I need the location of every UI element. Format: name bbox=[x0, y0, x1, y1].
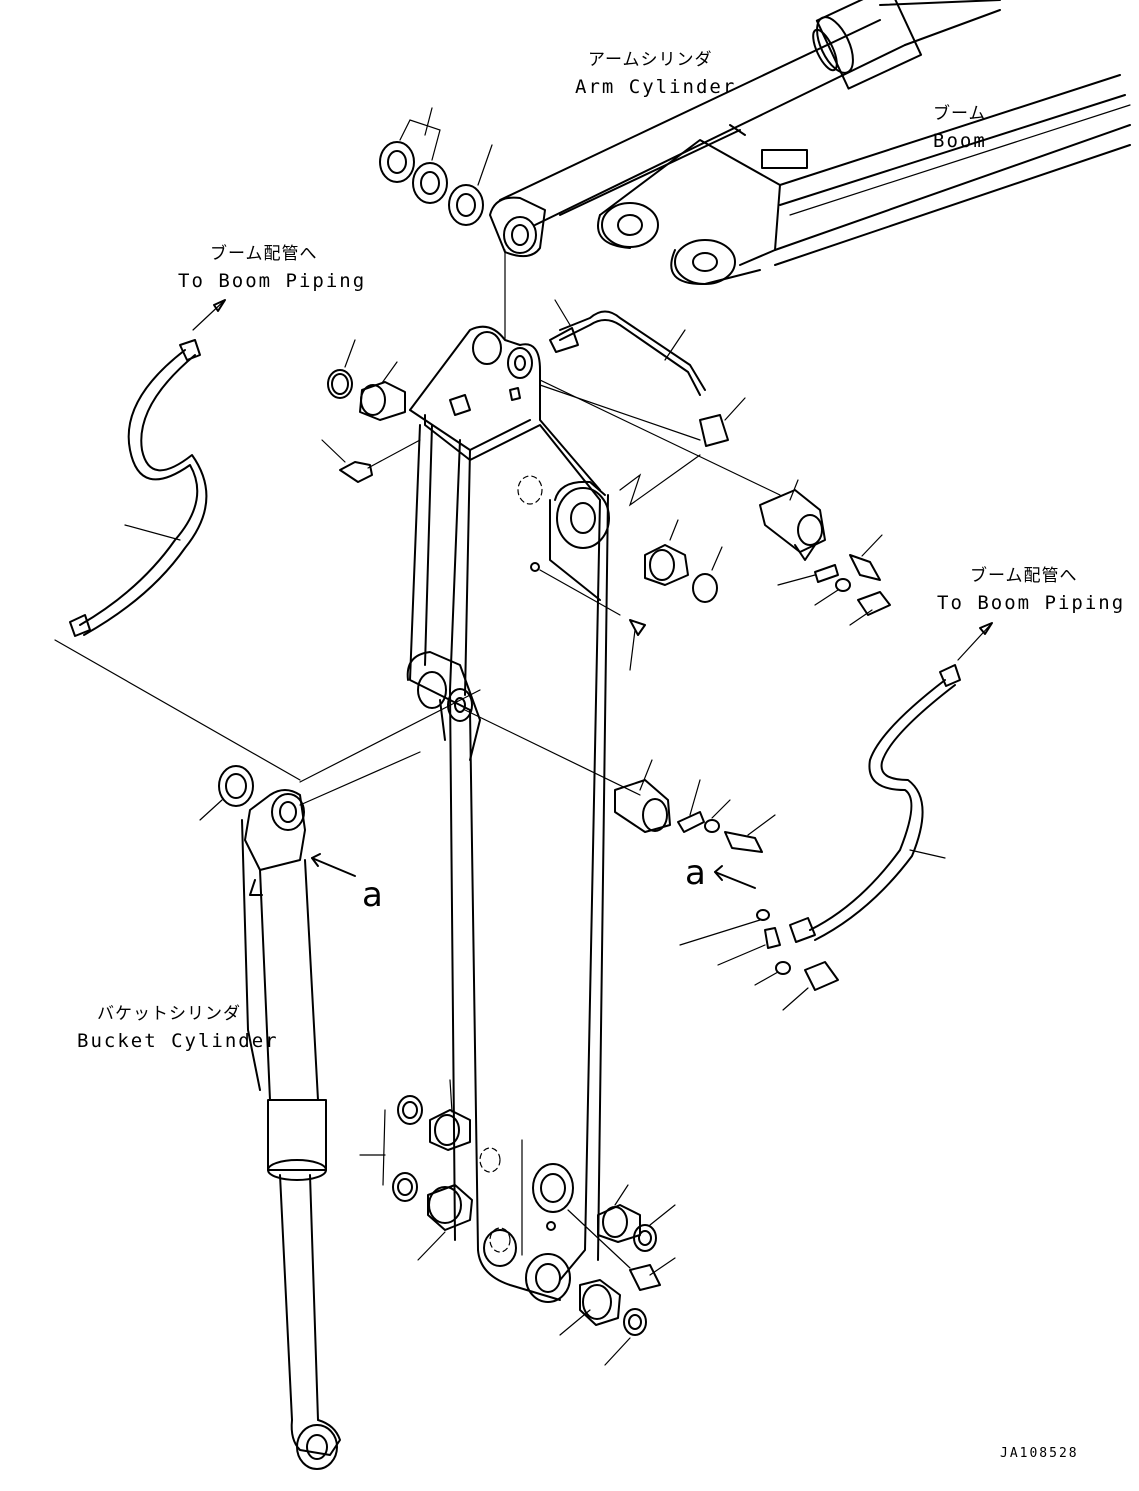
boom-label-en: Boom bbox=[933, 130, 987, 152]
view-a-label-left: a bbox=[362, 875, 383, 915]
bucket-cylinder-pin bbox=[464, 709, 776, 853]
shim-washers bbox=[379, 107, 506, 341]
drawing-code: JA108528 bbox=[1000, 1446, 1079, 1461]
bushings-bottom bbox=[359, 1079, 676, 1366]
arm-cylinder-label-en: Arm Cylinder bbox=[575, 76, 737, 98]
hose-right bbox=[789, 622, 993, 943]
boom-label-ja: ブーム bbox=[933, 104, 987, 124]
bucket-cylinder bbox=[199, 689, 481, 1470]
arm-cylinder-label-ja: アームシリンダ bbox=[588, 50, 713, 70]
bucket-cylinder-label-ja: バケットシリンダ bbox=[97, 1004, 241, 1024]
to-boom-piping-left-ja: ブーム配管へ bbox=[210, 244, 318, 264]
boom bbox=[597, 74, 1131, 286]
bushing-top-right bbox=[530, 479, 891, 671]
to-boom-piping-left-en: To Boom Piping bbox=[178, 270, 367, 292]
bushing-top-left bbox=[321, 339, 421, 483]
to-boom-piping-right-ja: ブーム配管へ bbox=[970, 566, 1078, 586]
view-a-label-right: a bbox=[685, 853, 706, 893]
hose-left bbox=[54, 299, 301, 781]
arm bbox=[406, 325, 610, 1303]
view-a-detail bbox=[679, 865, 839, 1011]
grease-piping bbox=[539, 299, 781, 507]
arm-cylinder bbox=[489, 0, 1001, 258]
to-boom-piping-right-en: To Boom Piping bbox=[937, 592, 1126, 614]
bucket-cylinder-label-en: Bucket Cylinder bbox=[77, 1030, 279, 1052]
